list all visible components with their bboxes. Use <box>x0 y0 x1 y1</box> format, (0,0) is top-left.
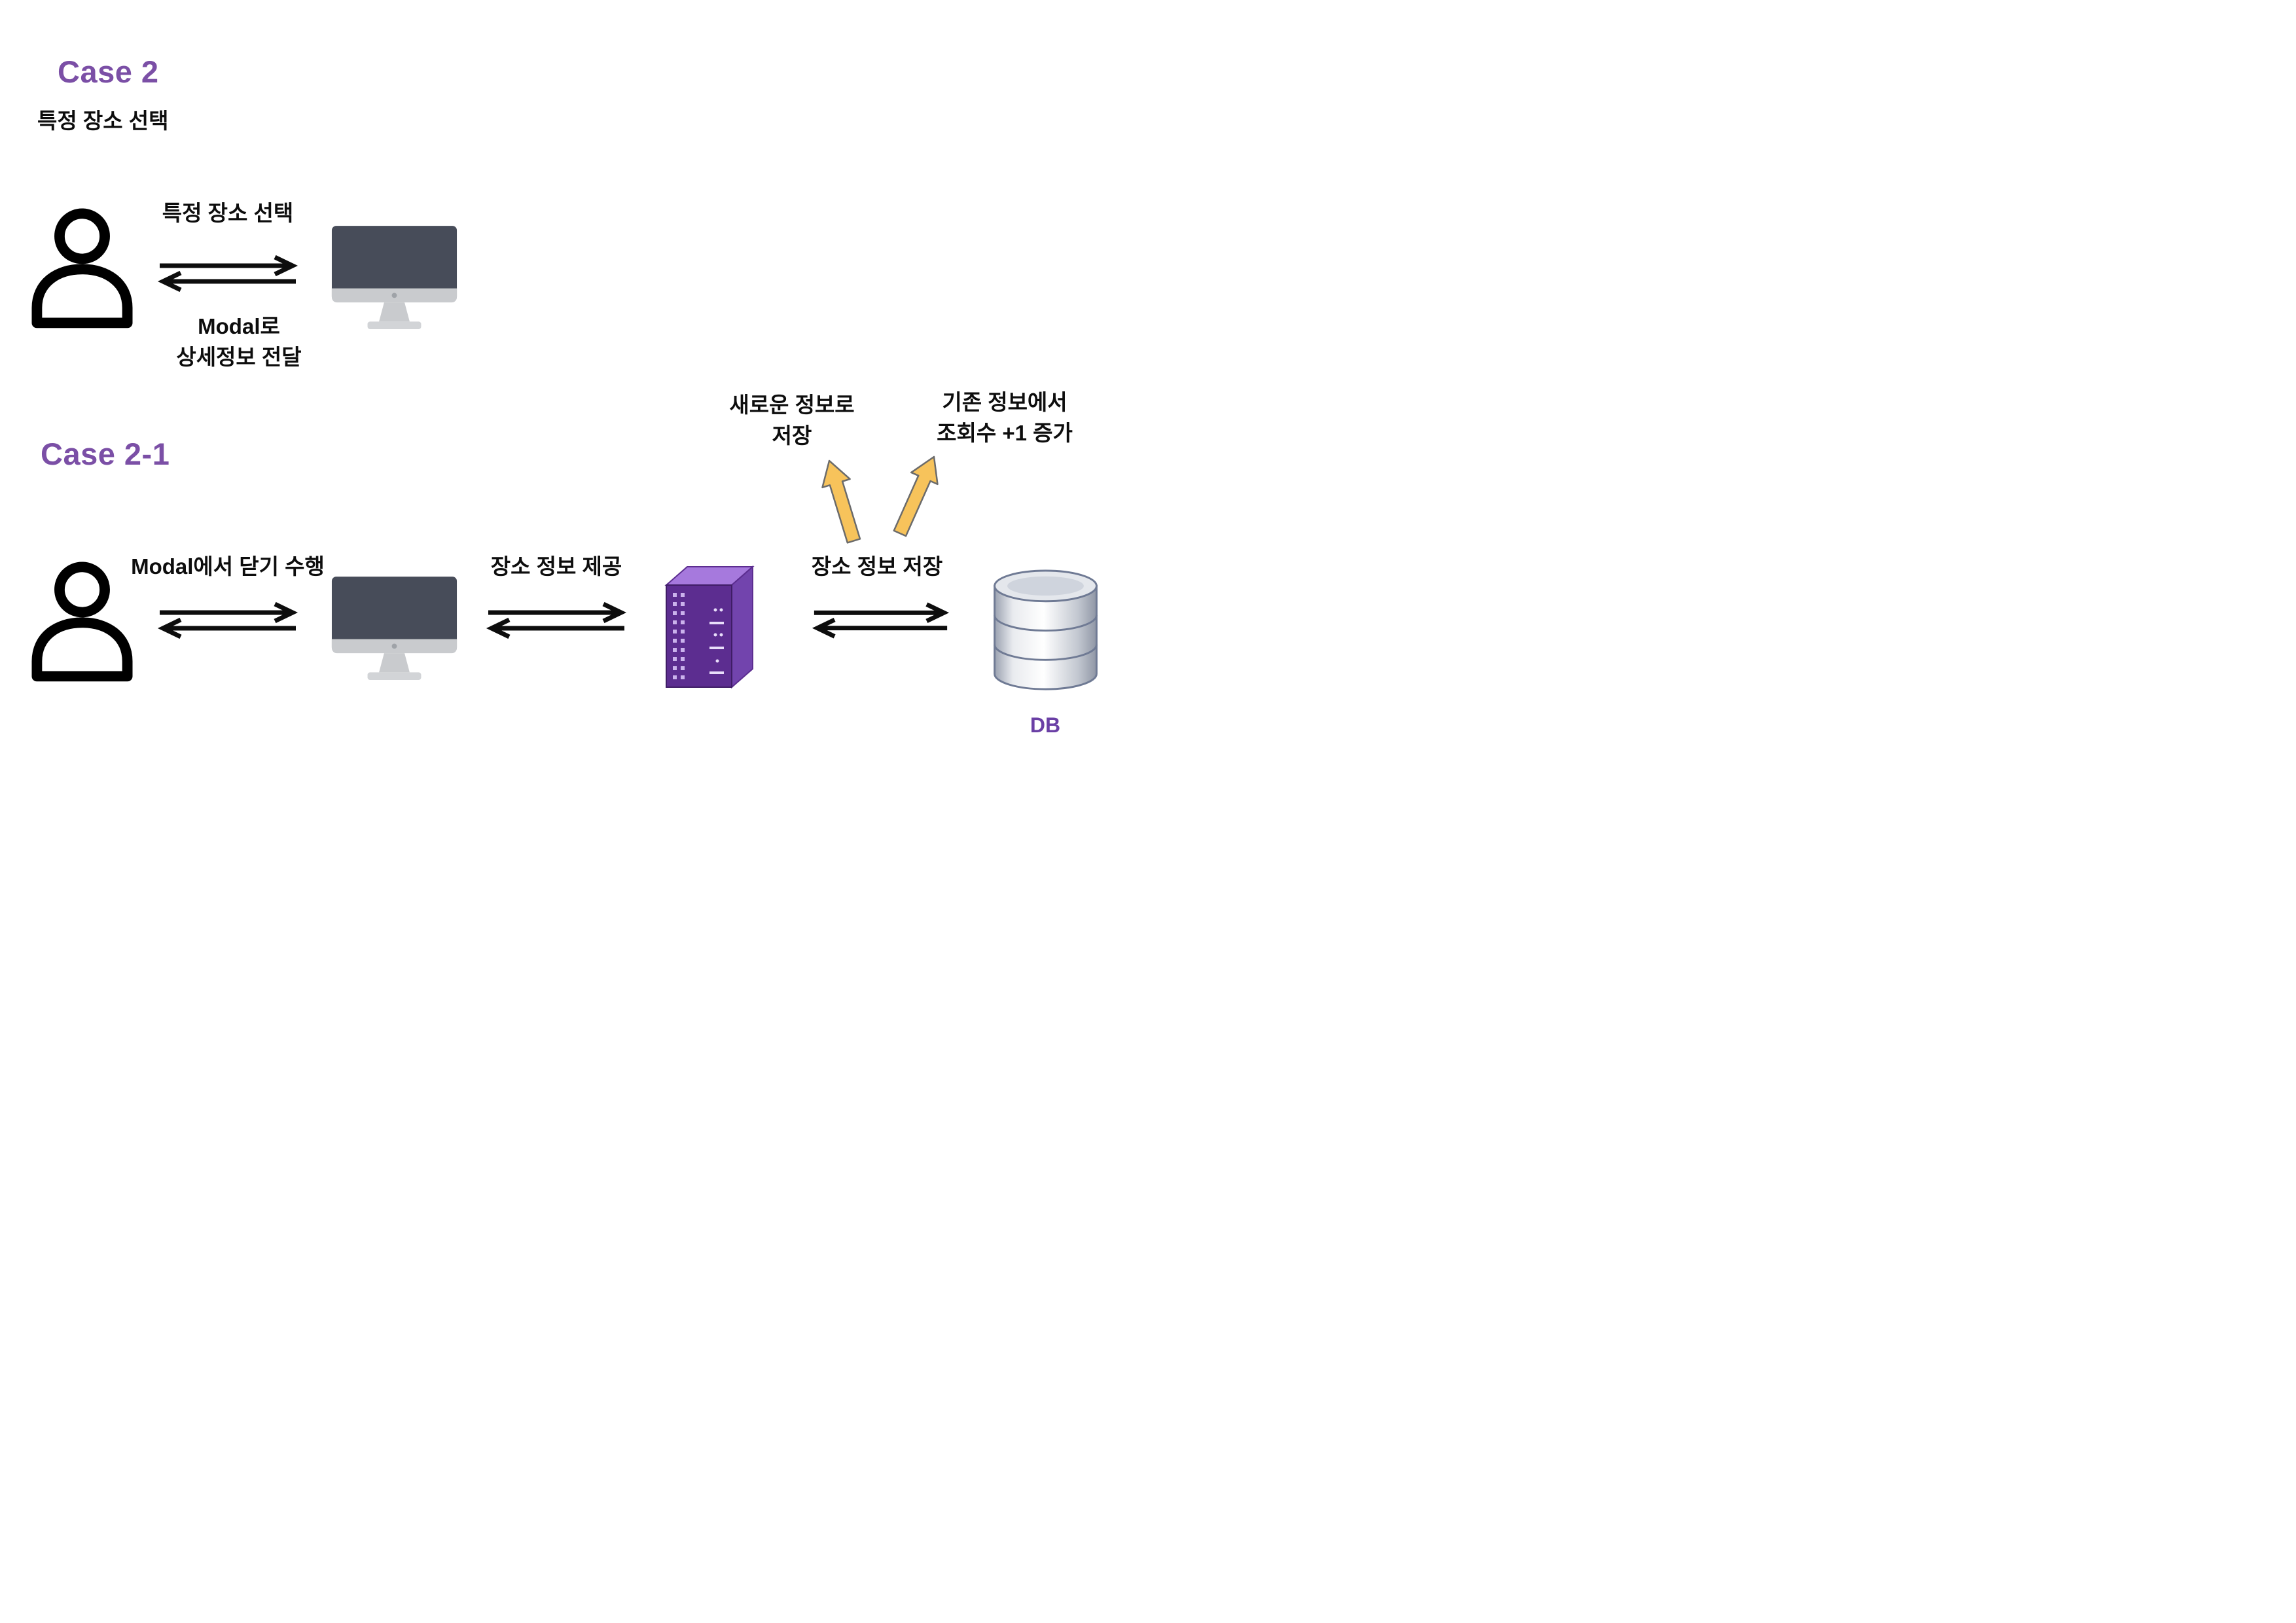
case2-arrow-bottom-label-line1: Modal로 <box>198 314 280 338</box>
server-db-label: 장소 정보 저장 <box>811 554 943 579</box>
user-icon <box>31 562 133 682</box>
case2-arrow-bottom-label-line2: 상세정보 전달 <box>176 344 302 369</box>
branch-right-label-line2: 조회수 +1 증가 <box>937 420 1073 445</box>
database-icon <box>994 569 1098 690</box>
case2-arrow-bottom-label: Modal로 상세정보 전달 <box>154 312 324 373</box>
client-server-label: 장소 정보 제공 <box>490 554 622 579</box>
user-icon <box>31 208 133 329</box>
server-icon <box>664 565 755 689</box>
exchange-arrows-icon <box>157 601 298 639</box>
monitor-icon <box>331 577 457 681</box>
case2-1-title: Case 2-1 <box>41 437 170 471</box>
exchange-arrows-icon <box>486 601 627 639</box>
case2-title: Case 2 <box>58 54 159 89</box>
branch-left-label: 새로운 정보로 저장 <box>707 390 877 452</box>
branch-right-label-line1: 기존 정보에서 <box>942 390 1067 414</box>
exchange-arrows-icon <box>157 255 298 293</box>
case2-arrow-top-label: 특정 장소 선택 <box>162 201 294 225</box>
branch-left-label-line2: 저장 <box>772 423 812 448</box>
diagram-canvas: Case 2 특정 장소 선택 특정 장소 선택 Modal로 상세정보 전달 … <box>0 0 1148 812</box>
monitor-icon <box>331 226 457 330</box>
branch-right-label: 기존 정보에서 조회수 +1 증가 <box>906 387 1103 449</box>
branch-left-label-line1: 새로운 정보로 <box>729 393 855 417</box>
case2-subtitle: 특정 장소 선택 <box>37 109 169 133</box>
db-caption: DB <box>1030 713 1061 737</box>
user-client-label: Modal에서 닫기 수행 <box>131 554 325 579</box>
exchange-arrows-icon <box>812 602 950 639</box>
branch-arrows-icon <box>821 455 939 544</box>
